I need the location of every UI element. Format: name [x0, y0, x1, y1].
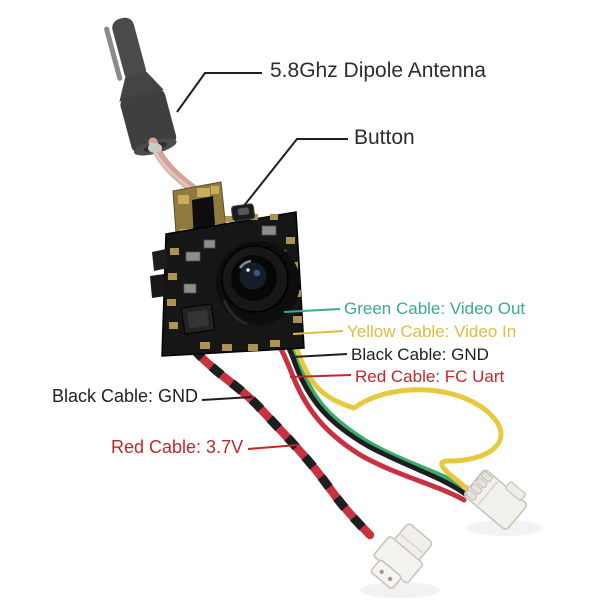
black-cable-left-label: Black Cable: GND [52, 386, 199, 406]
green-leader-line [283, 308, 341, 313]
twisted-power-cable [175, 327, 375, 540]
lens-glint-arc [238, 259, 252, 269]
power-cable-black-strand [176, 329, 374, 539]
yellow-leader-line [292, 330, 344, 335]
antenna-leader-line [176, 72, 262, 113]
four-pin-connector [463, 469, 527, 530]
connector-seam [399, 532, 424, 554]
red-cable-right-label: Red Cable: FC Uart [355, 367, 505, 386]
antenna-taper [119, 71, 164, 102]
lens-glass [239, 262, 267, 290]
antenna-highlight [104, 26, 123, 81]
antenna-tip [112, 17, 147, 82]
camera-lens [216, 241, 300, 326]
button-label: Button [354, 126, 415, 149]
connector-shadow [360, 582, 440, 598]
yellow-cable-label: Yellow Cable: Video In [347, 322, 517, 341]
lens-glint [253, 269, 261, 277]
antenna-label: 5.8Ghz Dipole Antenna [270, 59, 486, 82]
connector-seam [477, 481, 499, 506]
red-cable-left-label: Red Cable: 3.7V [111, 437, 244, 457]
push-button [231, 203, 256, 222]
antenna-body [120, 89, 177, 153]
button-cap [237, 207, 250, 216]
black-leader-line [292, 353, 348, 358]
black-cable-right-label: Black Cable: GND [351, 345, 489, 364]
two-pin-connector [370, 523, 433, 589]
lens-glint-dot [246, 268, 250, 272]
four-pin-connector-crimps [465, 471, 493, 501]
button-leader-line [242, 138, 348, 208]
dipole-antenna [104, 17, 177, 156]
pin-hole [379, 569, 384, 575]
power-leader-line [247, 444, 299, 450]
yellow-wire-with-loop [267, 299, 504, 495]
red-leader-line [289, 374, 352, 378]
gnd-left-leader-line [201, 396, 253, 401]
four-pin-connector-latch [505, 481, 526, 501]
pin-hole [387, 576, 393, 582]
solder-crimp [148, 143, 162, 153]
two-pin-connector-base [370, 559, 402, 589]
side-component [152, 249, 168, 271]
green-cable-label: Green Cable: Video Out [344, 299, 526, 318]
camera-module-board [150, 181, 305, 357]
side-component [150, 274, 166, 298]
leader-lines [176, 72, 352, 450]
inductor-component [180, 303, 216, 335]
lens-rim-light [222, 299, 248, 326]
